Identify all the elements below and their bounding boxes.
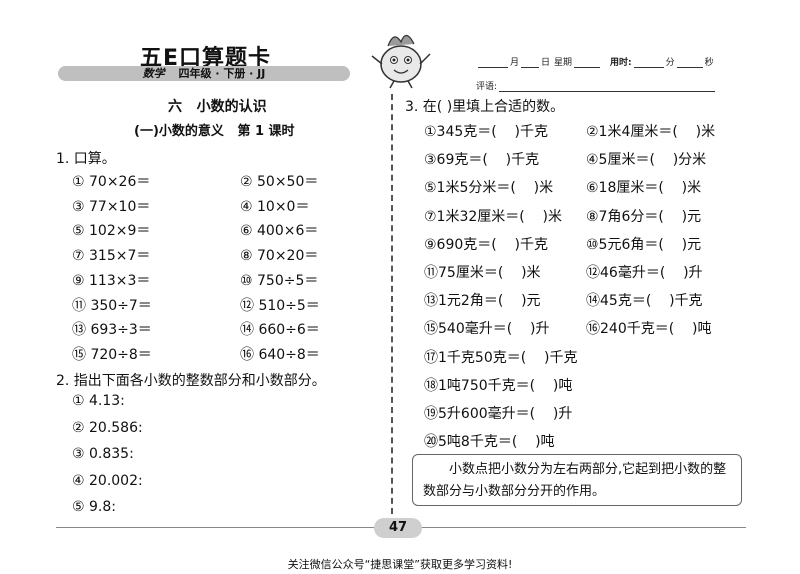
fill-blank-item: ⑦1米32厘米＝( )米 — [424, 208, 562, 225]
week-blank[interactable] — [574, 58, 601, 68]
second-blank[interactable] — [676, 58, 703, 68]
decimal-item: ④ 20.002: — [72, 472, 143, 489]
fill-blank-item: ⑩5元6角＝( )元 — [586, 236, 702, 253]
decimal-item: ⑤ 9.8: — [72, 499, 116, 515]
calc-item: ⑪ 350÷7＝ — [72, 297, 152, 314]
fill-blank-item: ⑯240千克＝( )吨 — [586, 321, 712, 338]
grade-info: 四年级 · 下册 · JJ — [178, 67, 266, 80]
second-label: 秒 — [704, 58, 714, 68]
calc-item: ⑯ 640÷8＝ — [240, 346, 320, 363]
day-label: 日 — [541, 58, 551, 68]
fill-blank-item: ⑮540毫升＝( )升 — [424, 321, 550, 338]
question-1-title: 1. 口算。 — [56, 151, 116, 167]
fill-blank-item: ①345克＝( )千克 — [424, 124, 548, 140]
fill-blank-item: ⑭45克＝( )千克 — [586, 293, 703, 310]
calc-item: ⑫ 510÷5＝ — [240, 297, 320, 314]
decimal-item: ③ 0.835: — [72, 446, 134, 462]
section-title: 六 小数的认识 — [168, 99, 267, 115]
fill-blank-item: ⑳5吨8千克＝( )吨 — [424, 434, 555, 451]
date-time-row: 月 日 星期 用时: 分 秒 — [476, 44, 717, 68]
day-blank[interactable] — [521, 58, 540, 68]
question-3-title: 3. 在( )里填上合适的数。 — [405, 99, 565, 115]
question-2-title: 2. 指出下面各小数的整数部分和小数部分。 — [56, 373, 326, 389]
fill-blank-item: ④5厘米＝( )分米 — [586, 152, 707, 169]
grade-bar: 数学 四年级 · 下册 · JJ — [58, 66, 350, 81]
calc-item: ④ 10×0＝ — [240, 198, 310, 215]
month-label: 月 — [510, 58, 520, 68]
fill-blank-item: ⑲5升600毫升＝( )升 — [424, 406, 573, 422]
column-divider — [391, 94, 393, 514]
calc-item: ⑦ 315×7＝ — [72, 248, 151, 265]
comment-blank[interactable] — [499, 82, 716, 92]
fill-blank-item: ②1米4厘米＝( )米 — [586, 124, 716, 140]
week-label: 星期 — [554, 58, 573, 68]
calc-item: ① 70×26＝ — [72, 174, 151, 190]
comment-label: 评语: — [476, 82, 498, 92]
calc-item: ⑨ 113×3＝ — [72, 272, 151, 289]
calc-item: ⑤ 102×9＝ — [72, 223, 151, 240]
decimal-item: ② 20.586: — [72, 419, 143, 436]
fill-blank-item: ⑥18厘米＝( )米 — [586, 180, 702, 197]
calc-item: ⑬ 693÷3＝ — [72, 322, 152, 339]
calc-item: ⑧ 70×20＝ — [240, 248, 319, 265]
fill-blank-item: ⑱1吨750千克＝( )吨 — [424, 377, 573, 394]
fill-blank-item: ③69克＝( )千克 — [424, 152, 540, 169]
fill-blank-item: ⑰1千克50克＝( )千克 — [424, 349, 578, 366]
calc-item: ⑮ 720÷8＝ — [72, 346, 152, 363]
fill-blank-item: ⑬1元2角＝( )元 — [424, 293, 541, 310]
lesson-title: (一)小数的意义 第 1 课时 — [134, 124, 295, 139]
calc-item: ⑭ 660÷6＝ — [240, 322, 320, 339]
comment-row: 评语: — [476, 68, 717, 92]
fill-blank-item: ⑧7角6分＝( )元 — [586, 208, 702, 225]
decimal-item: ① 4.13: — [72, 393, 125, 409]
fill-blank-item: ⑪75厘米＝( )米 — [424, 265, 541, 281]
header-fields: 月 日 星期 用时: 分 秒 评语: — [476, 44, 717, 92]
mascot-illustration — [371, 34, 431, 89]
minute-label: 分 — [665, 58, 675, 68]
tip-box: 小数点把小数分为左右两部分,它起到把小数的整数部分与小数部分分开的作用。 — [412, 454, 742, 506]
footer-text: 关注微信公众号“捷思课堂”获取更多学习资料! — [287, 558, 513, 571]
calc-item: ② 50×50＝ — [240, 174, 319, 190]
subject-label: 数学 — [142, 67, 165, 80]
month-blank[interactable] — [478, 58, 508, 68]
time-label: 用时: — [610, 58, 632, 68]
page-number: 47 — [374, 518, 422, 538]
minute-blank[interactable] — [633, 58, 664, 68]
calc-item: ⑩ 750÷5＝ — [240, 272, 319, 289]
fill-blank-item: ⑫46毫升＝( )升 — [586, 265, 703, 281]
fill-blank-item: ⑤1米5分米＝( )米 — [424, 180, 554, 197]
calc-item: ⑥ 400×6＝ — [240, 223, 319, 240]
calc-item: ③ 77×10＝ — [72, 198, 151, 215]
fill-blank-item: ⑨690克＝( )千克 — [424, 236, 548, 253]
